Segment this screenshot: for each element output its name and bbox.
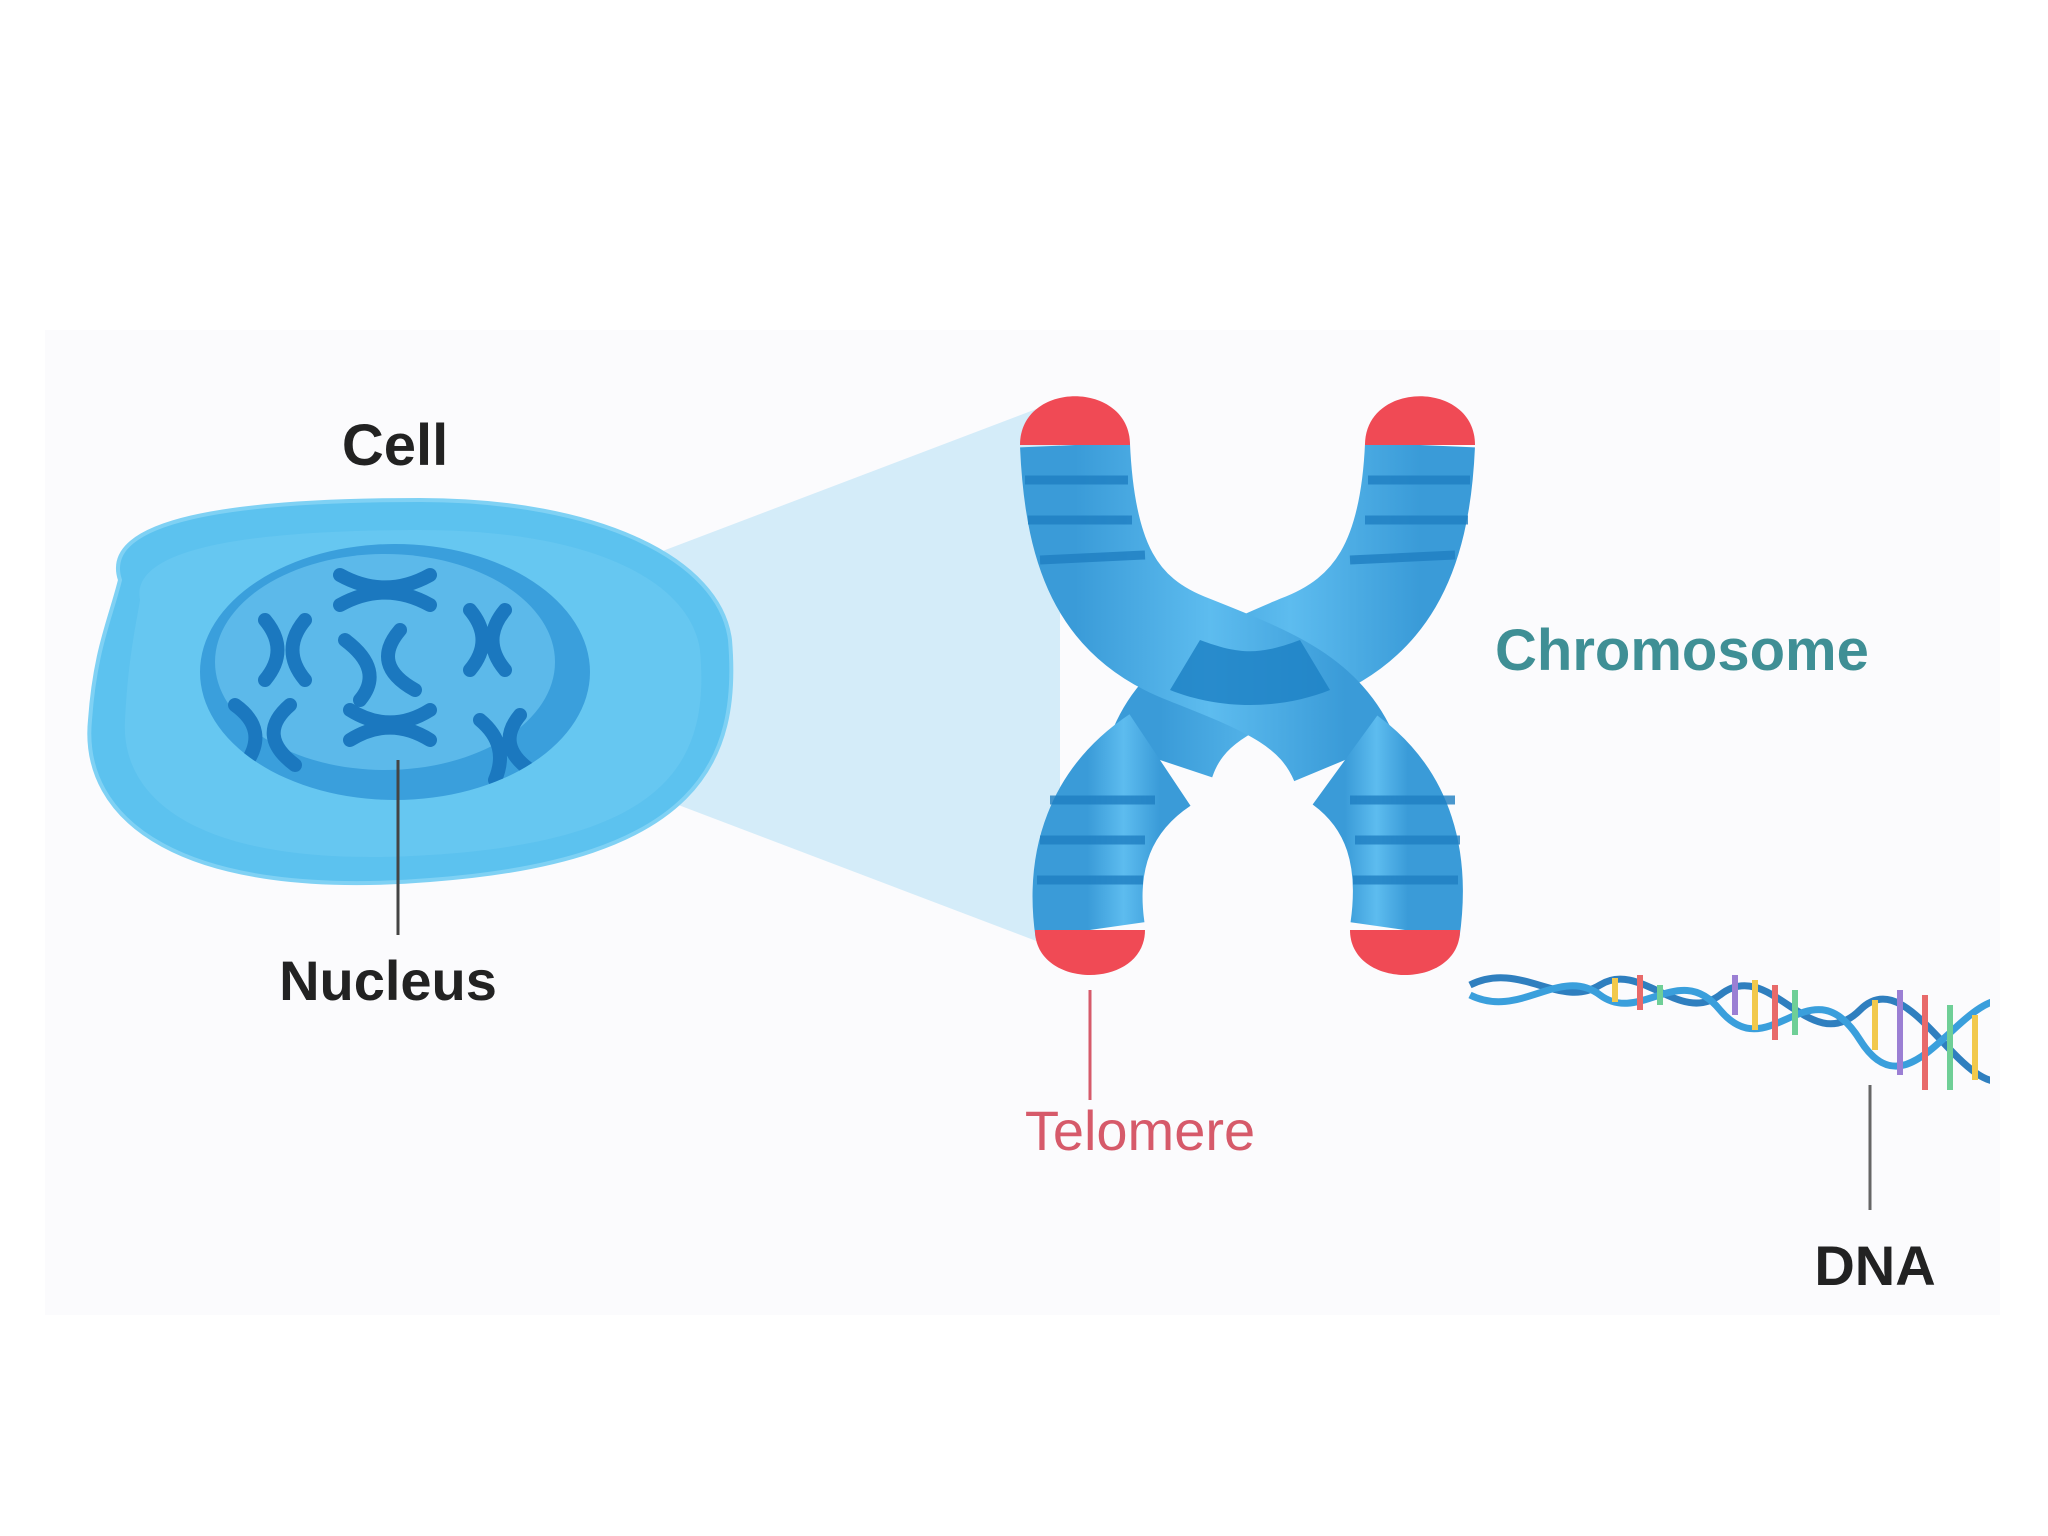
dna-strand-b — [1468, 982, 1990, 1070]
mini-chromosome-4 — [463, 603, 512, 677]
mini-chromosome-7 — [473, 708, 537, 787]
mini-chromosome-2 — [258, 613, 312, 687]
chromosome-arm-top-left — [1020, 442, 1396, 784]
cell-illustration — [87, 497, 734, 935]
label-chromosome: Chromosome — [1495, 618, 1869, 683]
telomere-cap-bottom-right — [1350, 930, 1460, 975]
dna-double-helix — [1468, 974, 1990, 1210]
label-nucleus: Nucleus — [279, 949, 497, 1012]
telomere-cap-top-left — [1020, 396, 1130, 445]
label-dna: DNA — [1814, 1234, 1935, 1297]
chromosome-bands — [1025, 475, 1470, 885]
nucleus-chromosomes — [228, 568, 537, 787]
telomere-cap-top-right — [1365, 396, 1475, 445]
telomere-cap-bottom-left — [1035, 930, 1145, 975]
dna-base-pairs — [1612, 975, 1978, 1090]
label-telomere: Telomere — [1025, 1099, 1255, 1162]
dna-strand-a — [1468, 974, 1990, 1084]
mini-chromosome-1 — [333, 568, 437, 612]
chromosome-centromere — [1170, 640, 1330, 705]
chromosome-illustration — [1020, 396, 1475, 1100]
chromosome-arm-bottom-right — [1311, 715, 1463, 938]
mini-chromosome-5 — [343, 703, 437, 747]
mini-chromosome-3 — [338, 623, 422, 707]
chromosome-arm-bottom-left — [1032, 714, 1192, 938]
label-cell: Cell — [342, 413, 448, 478]
zoom-cone — [560, 400, 1060, 950]
